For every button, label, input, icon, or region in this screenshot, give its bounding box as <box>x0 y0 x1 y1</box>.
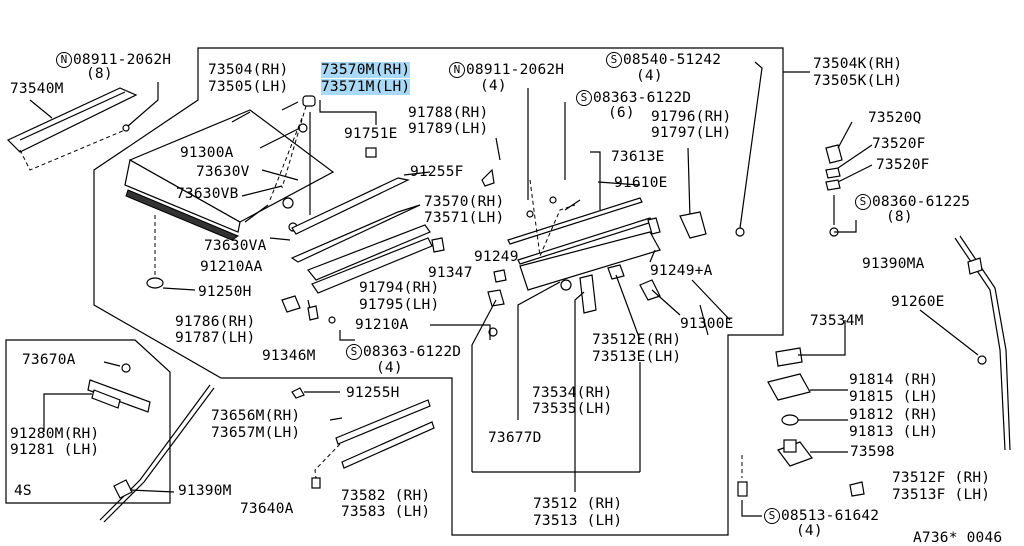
label-73504k: 73504K(RH) <box>813 56 903 72</box>
label-73535: 73535(LH) <box>532 401 613 417</box>
label-73571: 73571(LH) <box>424 210 505 226</box>
part-73656m <box>335 399 431 445</box>
label-08360-qty: (8) <box>886 209 913 225</box>
label-91260e: 91260E <box>891 294 945 310</box>
label-73512e: 73512E(RH) <box>592 332 682 348</box>
label-73520f-a: 73520F <box>872 136 926 152</box>
label-91610e: 91610E <box>614 175 668 191</box>
label-73540m: 73540M <box>10 81 64 97</box>
part-73540m <box>6 87 138 153</box>
label-73582: 73582 (RH) <box>341 488 431 504</box>
label-73512: 73512 (RH) <box>533 496 623 512</box>
label-73513f: 73513F (LH) <box>892 487 991 503</box>
label-91815: 91815 (LH) <box>849 389 939 405</box>
part-73570m-rail <box>291 177 410 235</box>
label-73512f: 73512F (RH) <box>892 470 991 486</box>
label-73677d: 73677D <box>488 430 542 446</box>
label-91346m: 91346M <box>262 348 316 364</box>
label-08911-mid-qty: (4) <box>480 78 507 94</box>
label-91255f: 91255F <box>410 164 464 180</box>
label-73613e: 73613E <box>611 149 665 165</box>
label-73656m: 73656M(RH) <box>211 408 301 424</box>
label-91788: 91788(RH) <box>408 105 489 121</box>
label-4s: 4S <box>14 483 32 499</box>
label-73534m: 73534M <box>810 313 864 329</box>
label-73520f-b: 73520F <box>876 157 930 173</box>
label-91795: 91795(LH) <box>359 297 440 313</box>
label-73630v: 73630V <box>196 164 250 180</box>
label-73534: 73534(RH) <box>532 385 613 401</box>
part-73570-rail <box>307 224 431 281</box>
label-73630va: 73630VA <box>204 238 267 254</box>
label-91249a: 91249+A <box>650 263 713 279</box>
label-91347: 91347 <box>428 265 473 281</box>
label-73630vb: 73630VB <box>176 186 239 202</box>
label-73583: 73583 (LH) <box>341 504 431 520</box>
part-73613e <box>507 197 643 245</box>
label-91280m: 91280M(RH) <box>10 426 100 442</box>
label-91210a: 91210A <box>355 317 409 333</box>
label-91786: 91786(RH) <box>175 314 256 330</box>
label-73513: 73513 (LH) <box>533 513 623 529</box>
label-08513-qty: (4) <box>796 523 823 539</box>
label-91789: 91789(LH) <box>408 121 489 137</box>
label-73670a: 73670A <box>22 352 76 368</box>
part-73582 <box>341 421 435 469</box>
label-73505k: 73505K(LH) <box>813 73 903 89</box>
inset-4s-outline <box>5 339 171 504</box>
label-91787: 91787(LH) <box>175 330 256 346</box>
label-73505: 73505(LH) <box>208 79 289 95</box>
label-73520q: 73520Q <box>868 110 922 126</box>
label-91814: 91814 (RH) <box>849 372 939 388</box>
label-91300e: 91300E <box>680 316 734 332</box>
label-73640a: 73640A <box>240 501 294 517</box>
label-91255h: 91255H <box>346 385 400 401</box>
label-91300a: 91300A <box>180 145 234 161</box>
label-91210aa: 91210AA <box>200 259 263 275</box>
label-91249: 91249 <box>474 249 519 265</box>
label-91794: 91794(RH) <box>359 280 440 296</box>
label-91281: 91281 (LH) <box>10 442 100 458</box>
diagram-code: A736* 0046 <box>913 530 1003 546</box>
label-91797: 91797(LH) <box>651 125 732 141</box>
label-08363-top-qty: (6) <box>608 105 635 121</box>
label-08540-qty: (4) <box>636 68 663 84</box>
label-73570m-highlight: 73570M(RH) <box>321 62 411 78</box>
label-08911-left-qty: (8) <box>86 66 113 82</box>
part-91390m-rod <box>99 384 211 521</box>
label-73513e: 73513E(LH) <box>592 349 682 365</box>
label-91390ma: 91390MA <box>862 256 925 272</box>
label-73571m-highlight: 73571M(LH) <box>321 79 411 95</box>
label-08363-bot-qty: (4) <box>376 360 403 376</box>
label-91250h: 91250H <box>198 284 252 300</box>
assembly-outline <box>93 47 784 536</box>
label-91751e: 91751E <box>344 126 398 142</box>
label-73598: 73598 <box>850 444 895 460</box>
label-73504: 73504(RH) <box>208 62 289 78</box>
label-91812: 91812 (RH) <box>849 407 939 423</box>
label-91796: 91796(RH) <box>651 109 732 125</box>
label-91813: 91813 (LH) <box>849 424 939 440</box>
label-73657m: 73657M(LH) <box>211 425 301 441</box>
label-73570: 73570(RH) <box>424 194 505 210</box>
label-91390m: 91390M <box>178 483 232 499</box>
